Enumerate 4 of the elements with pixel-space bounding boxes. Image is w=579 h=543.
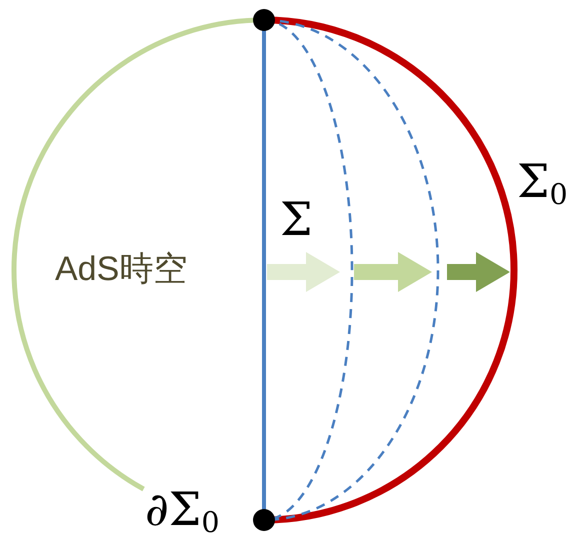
region-label: AdS時空: [55, 252, 188, 286]
math-label: Σ: [280, 196, 313, 242]
math-label: ∂Σ$_{0}$: [145, 486, 220, 538]
math-label: Σ$_{0}$: [517, 158, 568, 210]
